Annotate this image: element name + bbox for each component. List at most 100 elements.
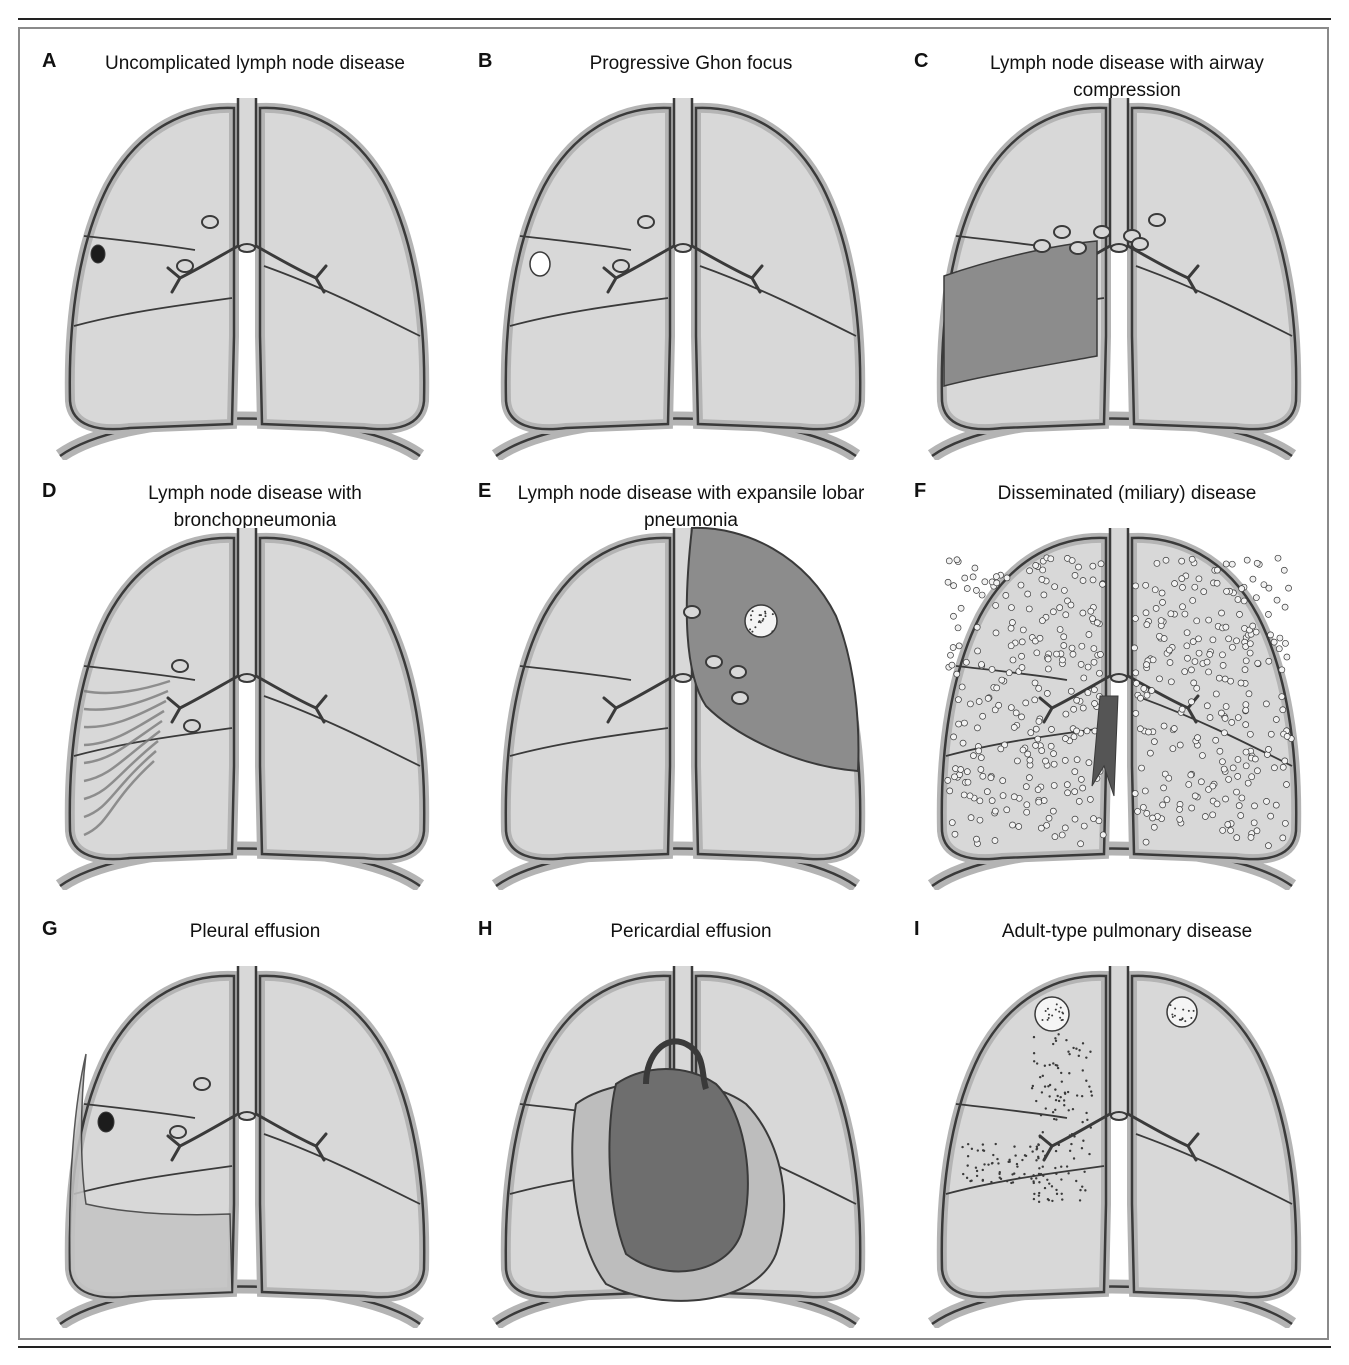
miliary-nodule [961, 719, 968, 727]
miliary-nodule [1099, 831, 1107, 839]
miliary-nodule [1002, 592, 1010, 599]
miliary-nodule [1281, 757, 1289, 765]
lung-fissure [73, 727, 233, 757]
miliary-nodule [1031, 679, 1039, 687]
miliary-nodule [1212, 690, 1220, 698]
miliary-nodule [974, 724, 981, 732]
miliary-nodule [1216, 747, 1224, 755]
miliary-nodule [999, 777, 1007, 784]
miliary-nodule [957, 604, 965, 612]
bronchogenic-spread [966, 1155, 970, 1158]
miliary-nodule [1099, 580, 1106, 588]
miliary-nodule [1071, 788, 1079, 796]
lung-illustration [927, 966, 1302, 1328]
miliary-nodule [947, 651, 954, 659]
miliary-nodule [1169, 745, 1177, 752]
miliary-nodule [1220, 765, 1228, 773]
miliary-nodule [1091, 700, 1098, 707]
panel-a: A Uncomplicated lymph node disease [20, 30, 456, 460]
miliary-nodule [1097, 651, 1104, 658]
bronchopneumonia-streak [83, 719, 163, 765]
miliary-nodule [1213, 800, 1221, 808]
miliary-nodule [1053, 650, 1060, 658]
miliary-nodule [1209, 782, 1217, 790]
bronchogenic-spread [1060, 1178, 1063, 1181]
bronchogenic-spread [961, 1145, 964, 1149]
miliary-nodule [1049, 807, 1057, 815]
bronchogenic-spread [1068, 1052, 1071, 1056]
lung-fissure [263, 265, 421, 337]
bronchogenic-spread [1078, 1049, 1081, 1052]
bronchogenic-spread [1030, 1087, 1034, 1090]
miliary-nodule [1272, 716, 1280, 723]
bronchogenic-spread [998, 1171, 1001, 1174]
miliary-nodule [1188, 666, 1195, 674]
miliary-nodule [1009, 821, 1016, 829]
bronchogenic-spread [966, 1164, 969, 1167]
caseous-speck [771, 630, 774, 633]
panel-i: I Adult-type pulmonary disease [892, 898, 1328, 1328]
bronchogenic-spread [1039, 1172, 1043, 1176]
miliary-nodule [1079, 609, 1087, 617]
miliary-nodule [951, 830, 959, 838]
lymph-node [683, 605, 701, 619]
miliary-nodule [1073, 727, 1080, 735]
miliary-nodule [1181, 668, 1189, 675]
miliary-nodule [1283, 732, 1291, 740]
miliary-nodule [1093, 619, 1101, 627]
caseous-speck [764, 612, 767, 615]
miliary-nodule [1071, 768, 1079, 775]
miliary-nodule [1061, 757, 1069, 764]
miliary-nodule [993, 573, 1000, 580]
miliary-nodule [992, 629, 1000, 637]
cavity-speck [1048, 1013, 1051, 1016]
miliary-nodule [1242, 721, 1250, 728]
apical-cavity [1166, 996, 1198, 1028]
bronchi [1038, 1112, 1200, 1162]
bronchogenic-spread [1060, 1165, 1063, 1168]
bronchogenic-spread [1060, 1080, 1064, 1083]
miliary-nodule [1260, 581, 1268, 589]
bronchogenic-spread [1057, 1143, 1061, 1147]
miliary-nodule [1149, 814, 1156, 822]
panel-title: Lymph node disease with expansile lobar … [517, 483, 865, 531]
lung-fissure [509, 727, 669, 757]
bronchogenic-spread [1078, 1199, 1082, 1202]
miliary-nodule [1047, 555, 1055, 563]
cavity-speck [1046, 1018, 1049, 1021]
bronchogenic-spread [1018, 1176, 1021, 1180]
miliary-nodule [1050, 608, 1057, 616]
bronchogenic-spread [1081, 1042, 1085, 1045]
miliary-nodule [1009, 656, 1017, 664]
miliary-nodule [1227, 827, 1234, 834]
lymph-node [171, 659, 189, 673]
eroding-node [1091, 695, 1119, 797]
cavity-speck [1060, 1019, 1063, 1022]
miliary-nodule [1283, 653, 1291, 661]
miliary-nodule [1187, 771, 1195, 779]
panel-g: G Pleural effusion [20, 898, 456, 1328]
miliary-nodule [987, 774, 995, 781]
miliary-nodule [1183, 629, 1191, 637]
bronchogenic-spread [1089, 1090, 1093, 1093]
top-rule [18, 18, 1331, 20]
bronchogenic-spread [1085, 1079, 1088, 1082]
bronchogenic-spread [1081, 1120, 1084, 1124]
bronchogenic-spread [1047, 1198, 1051, 1202]
miliary-nodule [1086, 796, 1094, 803]
miliary-nodule [948, 819, 956, 826]
miliary-nodule [1156, 675, 1163, 683]
miliary-nodule [1070, 705, 1078, 713]
miliary-nodule [1242, 657, 1250, 665]
miliary-nodule [1245, 690, 1253, 698]
bronchogenic-spread [1037, 1157, 1040, 1160]
miliary-nodule [1131, 790, 1139, 797]
bronchogenic-spread [970, 1147, 974, 1151]
miliary-nodule [1077, 661, 1085, 668]
miliary-nodule [1142, 838, 1150, 846]
lung-fissure [83, 665, 196, 681]
miliary-nodule [1236, 611, 1243, 618]
miliary-nodule [1242, 762, 1250, 770]
miliary-nodule [1215, 674, 1223, 682]
bronchopneumonia-streak [83, 760, 155, 837]
